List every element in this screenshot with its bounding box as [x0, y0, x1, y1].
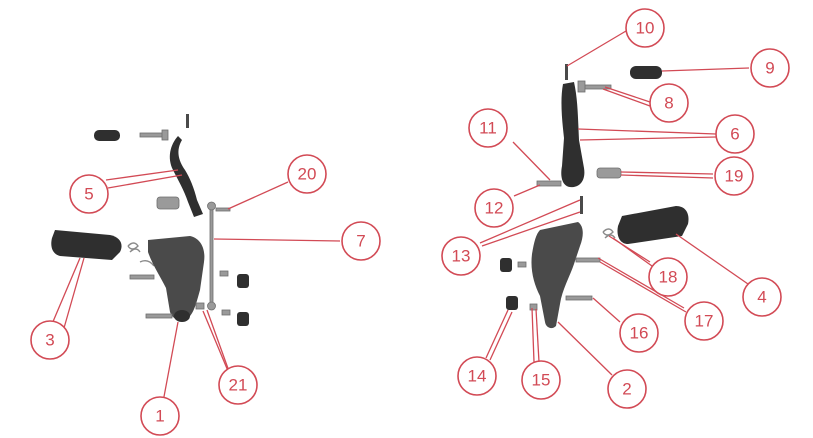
callout-12: 12	[474, 188, 514, 228]
callout-14: 14	[457, 356, 497, 396]
bolt-part	[575, 257, 601, 263]
nut-part	[529, 303, 538, 311]
callout-label: 18	[659, 268, 678, 287]
callout-17: 17	[684, 301, 724, 341]
pin-part	[580, 196, 583, 214]
right-assembly	[500, 64, 689, 329]
callout-6: 6	[715, 114, 755, 154]
callout-label: 1	[155, 407, 164, 426]
callout-label: 3	[45, 331, 54, 350]
callout-2: 2	[607, 369, 647, 409]
callout-label: 9	[765, 59, 774, 78]
callout-4: 4	[742, 277, 782, 317]
bolt-part	[145, 313, 173, 319]
bushing-part	[156, 196, 180, 210]
pin-part	[186, 114, 189, 128]
callout-7: 7	[341, 221, 381, 261]
callout-label: 8	[664, 94, 673, 113]
callout-19: 19	[714, 156, 754, 196]
callout-20: 20	[287, 154, 327, 194]
nut-part	[219, 270, 229, 277]
callout-16: 16	[619, 313, 659, 353]
rubber-block-part	[506, 296, 518, 310]
callout-15: 15	[521, 360, 561, 400]
footpeg-part	[51, 230, 122, 260]
nut-part	[517, 261, 527, 268]
footpeg-part	[617, 206, 689, 244]
rubber-block-part	[500, 258, 512, 272]
bolt-part	[129, 274, 155, 280]
rubber-block-part	[237, 312, 249, 326]
bolt-part	[139, 132, 165, 138]
callout-9: 9	[750, 48, 790, 88]
callout-11: 11	[468, 108, 508, 148]
spring-part	[602, 228, 616, 239]
callout-label: 14	[468, 367, 487, 386]
callout-5: 5	[69, 174, 109, 214]
callout-13: 13	[441, 236, 481, 276]
callout-label: 17	[695, 312, 714, 331]
pin-part	[565, 64, 568, 80]
callout-label: 5	[84, 185, 93, 204]
callout-label: 20	[298, 165, 317, 184]
callout-10: 10	[625, 8, 665, 48]
callouts: 1 2 3 4 5 6 7 8	[30, 8, 790, 436]
callout-3: 3	[30, 320, 70, 360]
callout-21: 21	[218, 365, 258, 405]
callout-label: 2	[622, 380, 631, 399]
bolt-part	[536, 180, 562, 187]
bolt-part	[565, 295, 593, 301]
callout-label: 10	[636, 19, 655, 38]
bracket-part	[148, 236, 205, 321]
linkage-rod-part	[209, 205, 214, 307]
nut-part	[221, 309, 231, 316]
callout-label: 6	[730, 125, 739, 144]
callout-18: 18	[648, 257, 688, 297]
callout-1: 1	[140, 396, 180, 436]
screw-part	[215, 207, 231, 212]
shift-lever-part	[169, 136, 203, 217]
callout-label: 15	[532, 371, 551, 390]
callout-label: 7	[356, 232, 365, 251]
rubber-peg-part	[94, 130, 120, 141]
callout-label: 19	[725, 167, 744, 186]
callout-label: 4	[757, 288, 766, 307]
left-assembly	[51, 114, 249, 326]
callout-label: 11	[479, 119, 497, 138]
spring-part	[127, 242, 141, 253]
callout-label: 21	[229, 376, 248, 395]
bracket-part	[531, 222, 583, 329]
nut-part	[195, 302, 205, 310]
bushing-part	[596, 167, 622, 179]
rubber-block-part	[237, 274, 249, 288]
callout-label: 16	[630, 324, 649, 343]
clip-part	[139, 259, 155, 267]
leader-lines	[51, 30, 750, 403]
callout-8: 8	[649, 83, 689, 123]
callout-label: 12	[485, 199, 504, 218]
rubber-peg-part	[630, 66, 662, 79]
brake-lever-part	[561, 82, 585, 188]
callout-label: 13	[452, 247, 471, 266]
